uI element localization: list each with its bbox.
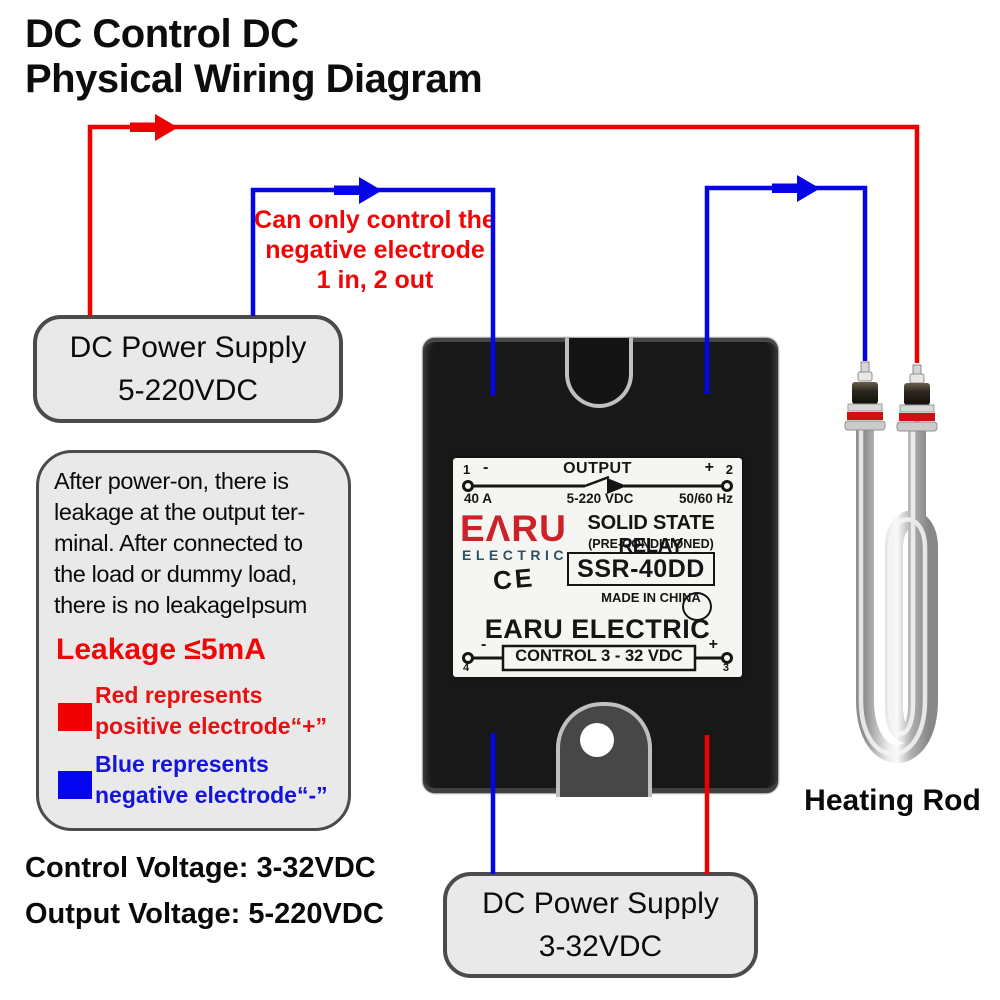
dc-supply-control-box: DC Power Supply 3-32VDC [443, 872, 758, 978]
control-circuit-line [462, 644, 733, 672]
relay-bottom-mounting-arch [556, 702, 652, 797]
relay-terminal-4-polarity: - [481, 636, 487, 653]
control-range-box [501, 644, 697, 672]
legend-red-line1: Red represents [95, 682, 263, 708]
control-range-text: CONTROL 3 - 32 VDC [515, 647, 683, 665]
control-note-line2: negative electrode [265, 236, 485, 264]
leakage-value: Leakage ≤5mA [56, 633, 266, 666]
brand-logo: EΛRU [460, 508, 567, 549]
brand-logo-sub: ELECTRIC [462, 547, 568, 563]
leakage-info-box: After power-on, there is leakage at the … [36, 450, 351, 831]
info-paragraph-line5: there is no leakageIpsum [54, 592, 307, 618]
red-washer [899, 413, 935, 421]
made-in-text: MADE IN CHINA [601, 590, 701, 605]
relay-terminal-1-polarity: - [483, 459, 489, 476]
relay-frequency: 50/60 Hz [678, 491, 733, 506]
product-name: SOLID STATE RELAY [587, 512, 715, 557]
output-voltage-spec: Output Voltage: 5-220VDC [25, 898, 384, 930]
preconditioned-text: (PRE-CONDITIONED) [588, 537, 714, 551]
heating-rod [844, 361, 938, 763]
dc-supply-output-box: DC Power Supply 5-220VDC [33, 315, 343, 423]
control-voltage-spec: Control Voltage: 3-32VDC [25, 852, 376, 884]
relay-amp-rating: 40 A [464, 491, 493, 506]
blue-legend-swatch [58, 771, 92, 799]
control-note-line3: 1 in, 2 out [316, 266, 434, 294]
info-paragraph-line3: minal. After connected to [54, 530, 303, 556]
red-washer [847, 412, 883, 420]
company-name: EARU ELECTRIC [484, 614, 711, 644]
switch-arrow [607, 478, 627, 494]
page-title-line2: Physical Wiring Diagram [25, 57, 483, 101]
info-paragraph-line4: the load or dummy load, [54, 561, 297, 587]
relay-terminal-3-number: 3 [722, 662, 729, 674]
relay-output-range: 5-220 VDC [566, 491, 634, 506]
relay-top-mounting-notch [565, 338, 633, 408]
status-led [682, 592, 712, 621]
heating-rod-tube [856, 421, 938, 763]
info-paragraph-line2: leakage at the output ter- [54, 499, 305, 525]
blue-arrow-1 [334, 177, 382, 204]
page-title-line1: DC Control DC [25, 12, 299, 56]
ce-mark: CE [491, 562, 537, 596]
dc-supply-output-line1: DC Power Supply [69, 330, 307, 364]
control-note: Can only control the negative electrode … [250, 205, 500, 295]
heating-rod-left-terminal [844, 361, 886, 431]
relay-terminal-2-polarity: + [704, 459, 714, 476]
red-legend-swatch [58, 703, 92, 731]
mounting-hole [580, 723, 614, 757]
relay-terminal-2-number: 2 [725, 462, 733, 477]
heating-rod-right-terminal [896, 364, 938, 432]
heating-rod-label: Heating Rod [804, 784, 981, 817]
red-arrow [130, 114, 178, 141]
relay-label: OUTPUT 1 - + 2 40 A 5-220 VDC 50/60 Hz E… [453, 458, 742, 677]
model-number-box: SSR-40DD [567, 552, 715, 586]
dc-supply-control-line1: DC Power Supply [482, 886, 719, 920]
legend-red-line2: positive electrode“+” [95, 713, 327, 739]
relay-terminal-4-number: 4 [463, 662, 470, 674]
output-circuit-line [462, 475, 733, 494]
info-paragraph-line1: After power-on, there is [54, 468, 289, 494]
legend-blue-line2: negative electrode“-” [95, 782, 328, 808]
dc-supply-output-line2: 5-220VDC [117, 373, 259, 407]
heating-rod-highlight [858, 427, 928, 757]
relay-terminal-3-polarity: + [708, 636, 718, 653]
page-title: DC Control DC Physical Wiring Diagram [25, 12, 483, 102]
legend-blue-line1: Blue represents [95, 751, 269, 777]
control-note-line1: Can only control the [254, 206, 496, 234]
relay-terminal-1-number: 1 [463, 462, 471, 477]
switch-lever [584, 475, 610, 488]
dc-supply-control-line2: 3-32VDC [538, 929, 663, 963]
relay-output-label: OUTPUT [563, 460, 632, 477]
blue-arrow-2 [772, 175, 820, 202]
